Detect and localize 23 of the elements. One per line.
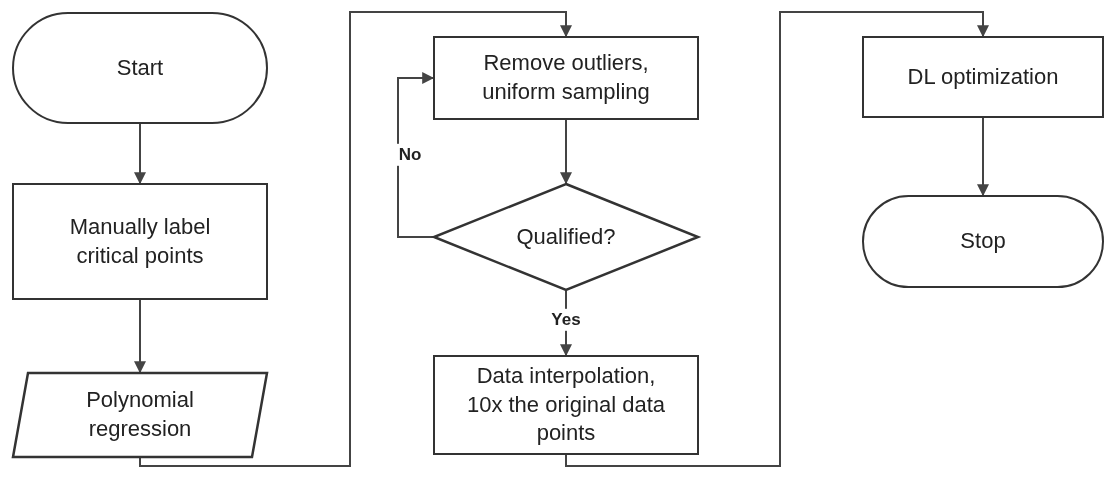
- node-label: Stop: [960, 227, 1006, 256]
- arrow: [565, 11, 989, 467]
- node-label: Data interpolation, 10x the original data points: [465, 362, 667, 448]
- process-box: [12, 183, 268, 300]
- process-box: [862, 36, 1104, 118]
- arrow: [134, 123, 146, 185]
- edge-label: No: [396, 143, 424, 167]
- node-label: DL optimization: [907, 62, 1059, 91]
- node-label: Start: [116, 53, 164, 82]
- arrow: [134, 299, 146, 374]
- process-box: [433, 355, 699, 455]
- arrow: [397, 72, 435, 238]
- arrow: [560, 119, 572, 185]
- node-label: Remove outliers, uniform sampling: [481, 49, 651, 106]
- data-parallelogram: [12, 372, 268, 458]
- node-label: Manually label critical points: [68, 212, 212, 270]
- arrow: [977, 117, 989, 197]
- edge-label: Yes: [549, 308, 583, 332]
- node-label: Polynomial regression: [85, 386, 195, 443]
- arrow: [139, 11, 572, 467]
- process-box: [433, 36, 699, 120]
- node-label: Qualified?: [516, 222, 616, 251]
- decision-diamond: [433, 183, 699, 291]
